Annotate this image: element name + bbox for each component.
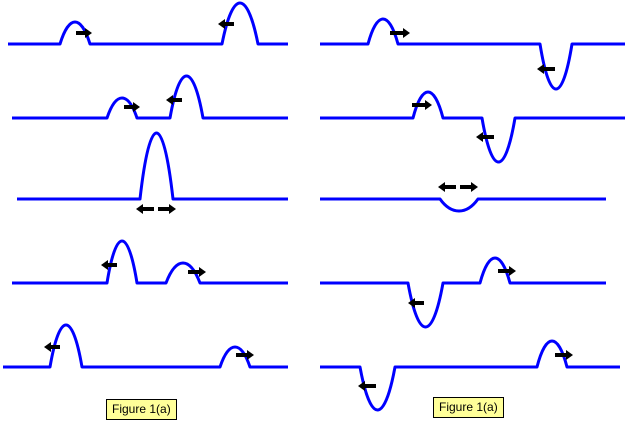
velocity-arrow-right [76,31,87,35]
arrowhead-left-icon [166,95,173,105]
arrowhead-left-icon [476,132,483,142]
wave-string-7 [320,90,625,164]
velocity-arrow-right [124,105,135,109]
wave-string-2 [12,74,288,120]
wave-string-1 [8,1,288,46]
wave-string-6 [320,17,625,91]
velocity-arrow-right [158,207,171,211]
velocity-arrow-left [363,384,376,388]
velocity-arrow-right [236,353,249,357]
velocity-arrow-left [141,207,154,211]
velocity-arrow-left [49,345,60,349]
velocity-arrow-left [413,301,424,305]
velocity-arrow-right [460,185,473,189]
wave-string-9 [320,256,606,329]
velocity-arrow-right [390,31,405,35]
wave-string-3 [17,131,288,201]
arrowhead-right-icon [566,350,573,360]
velocity-arrow-left [542,67,555,71]
wave-string-4 [12,239,288,285]
arrowhead-left-icon [101,260,108,270]
arrowhead-right-icon [169,204,176,214]
arrowhead-left-icon [358,381,365,391]
velocity-arrow-right [188,270,201,274]
arrowhead-right-icon [199,267,206,277]
arrowhead-left-icon [218,19,225,29]
velocity-arrow-right [412,103,427,107]
arrowhead-right-icon [425,100,432,110]
velocity-arrow-left [481,135,494,139]
arrowhead-left-icon [537,64,544,74]
arrowhead-left-icon [408,298,415,308]
velocity-arrow-left [443,185,456,189]
arrowhead-right-icon [85,28,92,38]
arrowhead-right-icon [471,182,478,192]
arrowhead-right-icon [509,266,516,276]
arrowhead-left-icon [136,204,143,214]
arrowhead-right-icon [403,28,410,38]
figure-label-left: Figure 1(a) [106,399,177,420]
velocity-arrow-left [106,263,117,267]
velocity-arrow-right [555,353,568,357]
velocity-arrow-left [171,98,182,102]
velocity-arrow-right [498,269,511,273]
figure-label-right: Figure 1(a) [433,397,504,418]
wave-string-8 [320,197,606,213]
velocity-arrow-left [223,22,234,26]
arrowhead-right-icon [247,350,254,360]
arrowhead-left-icon [44,342,51,352]
wave-string-5 [3,323,288,369]
wave-string-10 [320,339,620,412]
arrowhead-left-icon [438,182,445,192]
arrowhead-right-icon [133,102,140,112]
